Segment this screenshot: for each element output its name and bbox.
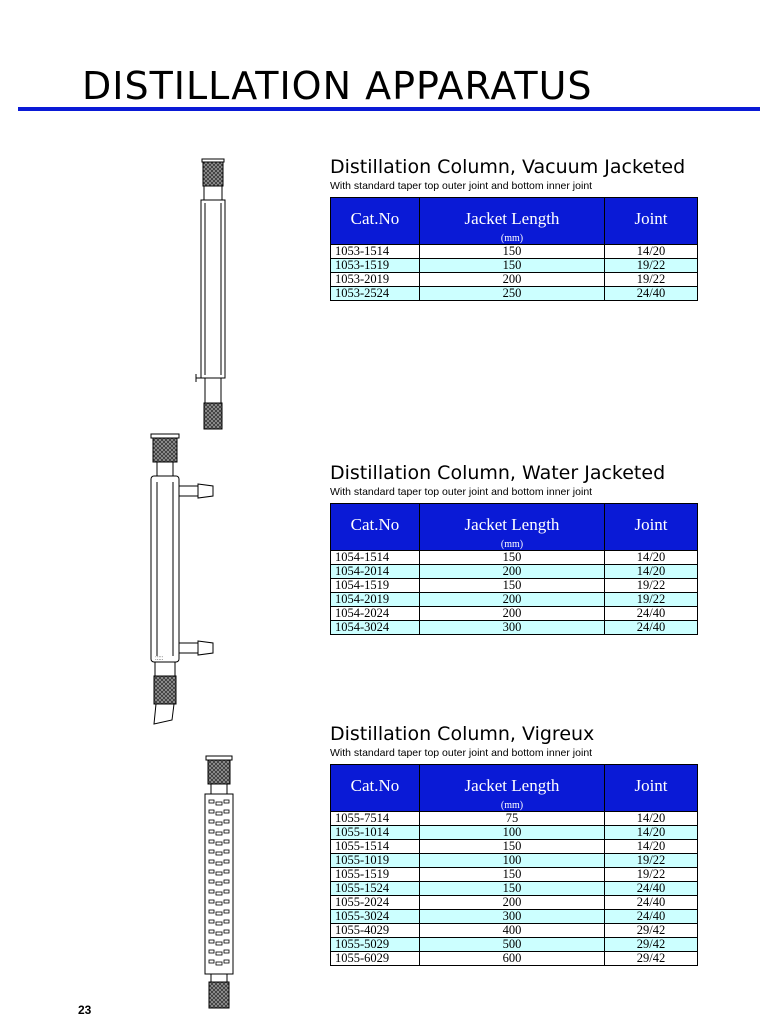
column-header-cat-no: Cat.No xyxy=(330,764,420,812)
section-subtitle: With standard taper top outer joint and … xyxy=(330,747,593,759)
page-title: DISTILLATION APPARATUS xyxy=(82,64,593,108)
column-header-jacket-length: Jacket Length(mm) xyxy=(419,503,605,551)
section-vigreux: Distillation Column, Vigreux With standa… xyxy=(330,722,700,966)
column-header-jacket-length: Jacket Length(mm) xyxy=(419,197,605,245)
catalog-table: Cat.No Jacket Length(mm) Joint 1053-1514… xyxy=(330,197,698,301)
column-header-jacket-length: Jacket Length(mm) xyxy=(419,764,605,812)
column-header-joint: Joint xyxy=(604,503,698,551)
section-subtitle: With standard taper top outer joint and … xyxy=(330,180,593,192)
page-number: 23 xyxy=(78,1003,92,1017)
column-header-joint: Joint xyxy=(604,197,698,245)
section-title: Distillation Column, Vacuum Jacketed xyxy=(330,156,686,178)
vacuum-jacketed-column-illustration: :::: xyxy=(195,158,226,430)
section-title: Distillation Column, Vigreux xyxy=(330,723,595,745)
water-jacketed-column-illustration: ::::: xyxy=(150,433,214,725)
section-subtitle: With standard taper top outer joint and … xyxy=(330,486,593,498)
unit-label: (mm) xyxy=(500,539,524,550)
column-header-cat-no: Cat.No xyxy=(330,197,420,245)
unit-label: (mm) xyxy=(500,800,524,811)
catalog-table: Cat.No Jacket Length(mm) Joint 1055-7514… xyxy=(330,764,698,966)
vigreux-column-illustration xyxy=(204,755,234,1009)
section-water-jacketed: Distillation Column, Water Jacketed With… xyxy=(330,461,700,635)
unit-label: (mm) xyxy=(500,233,524,244)
column-header-cat-no: Cat.No xyxy=(330,503,420,551)
section-vacuum-jacketed: Distillation Column, Vacuum Jacketed Wit… xyxy=(330,155,700,301)
title-rule xyxy=(18,107,760,111)
catalog-table: Cat.No Jacket Length(mm) Joint 1054-1514… xyxy=(330,503,698,635)
column-header-joint: Joint xyxy=(604,764,698,812)
section-title: Distillation Column, Water Jacketed xyxy=(330,462,666,484)
svg-text::::::: ::::: xyxy=(155,656,164,662)
